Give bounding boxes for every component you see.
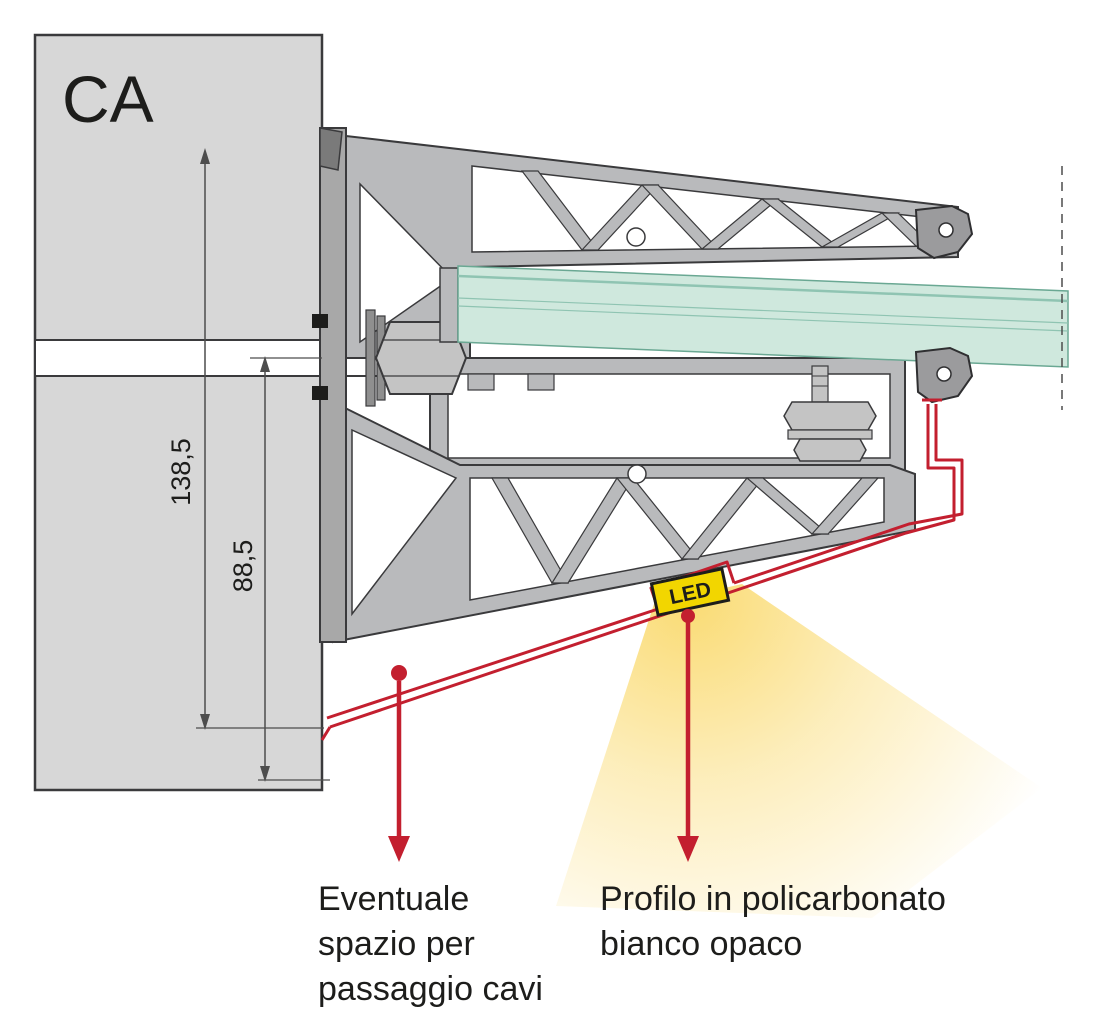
glass-layer-line xyxy=(457,305,1069,332)
top-fixing-clip xyxy=(319,127,343,171)
cable-space-note-line1: Eventuale xyxy=(318,880,469,918)
annotation-arrows xyxy=(388,609,699,862)
glass-interlayer xyxy=(457,274,1069,303)
upper-truss-arm xyxy=(345,134,959,359)
glass-end-block xyxy=(439,267,459,343)
led-light-beam xyxy=(556,584,1042,918)
led-box xyxy=(649,567,731,617)
wall-block xyxy=(33,33,324,792)
led-marker-dot xyxy=(681,609,695,623)
clamp-hole xyxy=(938,222,954,238)
upper-wall-void xyxy=(359,182,454,344)
cable-space-note-line3: passaggio cavi xyxy=(318,970,543,1008)
bolt-lower-hex xyxy=(793,438,867,462)
profile-outer-line xyxy=(329,404,956,729)
polycarbonate-note-line2: bianco opaco xyxy=(600,925,802,963)
polycarbonate-note-line1: Profilo in policarbonato xyxy=(600,880,946,918)
led-arrowhead xyxy=(677,836,699,862)
led-module: LED xyxy=(649,567,731,617)
dim-arrow-up xyxy=(260,356,270,372)
bolt-washer xyxy=(787,429,873,440)
dimensions: 138,5 88,5 xyxy=(166,148,330,782)
bolt-shaft xyxy=(811,365,829,403)
dim-secondary-label: 88,5 xyxy=(228,540,258,593)
concrete-wall: CA xyxy=(33,33,324,792)
upper-screw-port xyxy=(626,227,646,247)
wall-plate xyxy=(319,127,347,643)
profile-end-flange xyxy=(320,726,332,741)
cable-space-arrowhead xyxy=(388,836,410,862)
channel-clip xyxy=(527,373,555,391)
dim-main-label: 138,5 xyxy=(166,438,196,506)
lower-screw-port xyxy=(627,464,647,484)
glass-body xyxy=(457,265,1069,368)
glass-panel xyxy=(439,265,1069,368)
lower-truss-arm xyxy=(332,400,916,644)
middle-bolt-assembly xyxy=(783,365,877,462)
wall-label: CA xyxy=(62,62,154,136)
bolt-hex-head xyxy=(783,401,877,431)
upper-truss-webbing xyxy=(520,170,934,251)
lower-wall-void xyxy=(351,428,458,617)
anchor-block xyxy=(312,386,328,400)
glass-edge-clamps xyxy=(914,204,974,404)
cable-space-marker-dot xyxy=(391,665,407,681)
washer-plate xyxy=(365,309,376,407)
channel-clip xyxy=(467,373,495,391)
lower-truss-webbing xyxy=(490,477,880,584)
annotations: Eventuale spazio per passaggio cavi Prof… xyxy=(318,880,946,1008)
dim-arrow-down xyxy=(260,766,270,782)
clamp-hole xyxy=(936,366,952,382)
profile-inner-line xyxy=(733,404,964,585)
dim-arrow-down xyxy=(200,714,210,730)
anchor-block xyxy=(312,314,328,328)
glass-layer-line xyxy=(457,297,1069,324)
dim-arrow-up xyxy=(200,148,210,164)
cable-space-note-line2: spazio per xyxy=(318,925,475,963)
